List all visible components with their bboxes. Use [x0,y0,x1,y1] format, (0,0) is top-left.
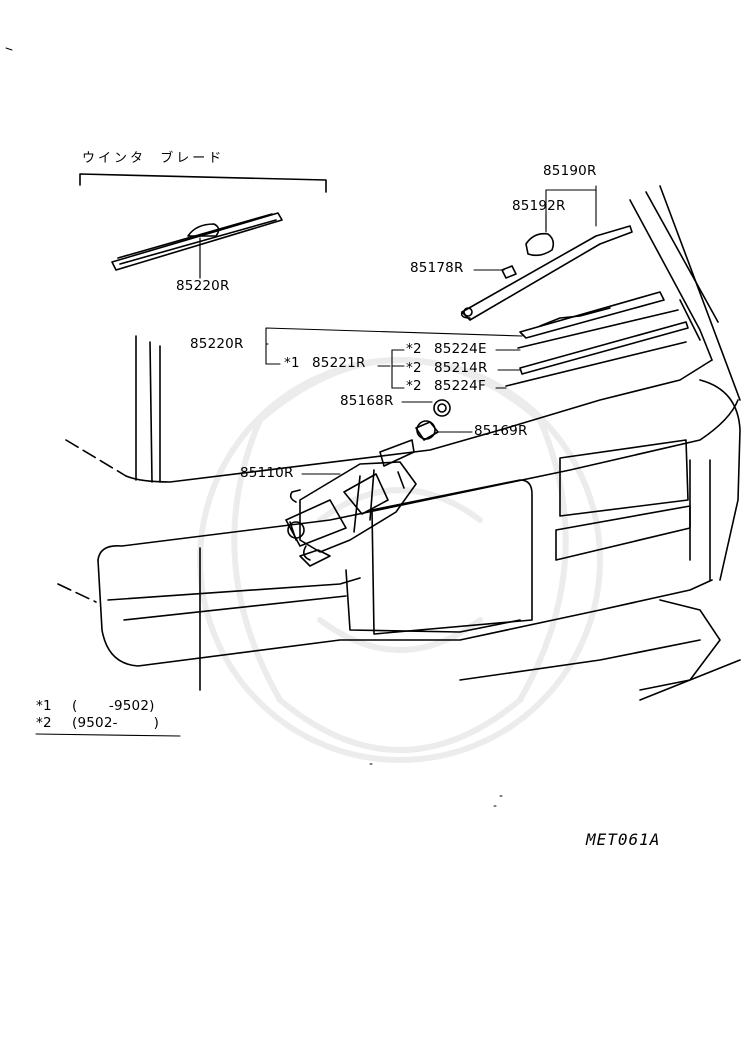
diagram-code: MET061A [586,830,661,849]
marker-85224E: *2 [406,341,422,357]
wiper-arm-drawing [460,225,633,321]
footnote-1-range: ( -9502) [72,698,155,714]
marker-85214R: *2 [406,360,422,376]
footnote-2-range: (9502- ) [72,715,160,731]
footnote-1-marker: *1 [36,698,52,714]
watermark-emblem [197,357,603,763]
part-label-85224F: 85224F [434,378,486,394]
part-label-85178R: 85178R [410,260,464,276]
marker-85224F: *2 [406,378,422,394]
winter-blade-bracket [79,173,327,193]
part-label-85168R: 85168R [340,393,394,409]
part-label-85224E: 85224E [434,341,487,357]
winter-blade-drawing [111,212,283,279]
part-label-85169R: 85169R [474,423,528,439]
scan-specks [5,47,503,807]
part-label-85214R: 85214R [434,360,488,376]
footnote-2-marker: *2 [36,715,52,731]
part-label-85110R: 85110R [240,465,294,481]
part-label-85220R-mid: 85220R [190,336,244,352]
part-label-85221R: 85221R [312,355,366,371]
winter-blade-title: ウインタ ブレード [82,151,225,166]
leader-lines [35,185,597,737]
body-outline [57,185,741,701]
part-label-85220R-top: 85220R [176,278,230,294]
motor-hardware [415,399,451,441]
part-label-85190R: 85190R [543,163,597,179]
wiper-blade-assembly [505,291,689,387]
wiper-motor-drawing [285,439,417,567]
part-label-85192R: 85192R [512,198,566,214]
marker-85221R: *1 [284,355,300,371]
